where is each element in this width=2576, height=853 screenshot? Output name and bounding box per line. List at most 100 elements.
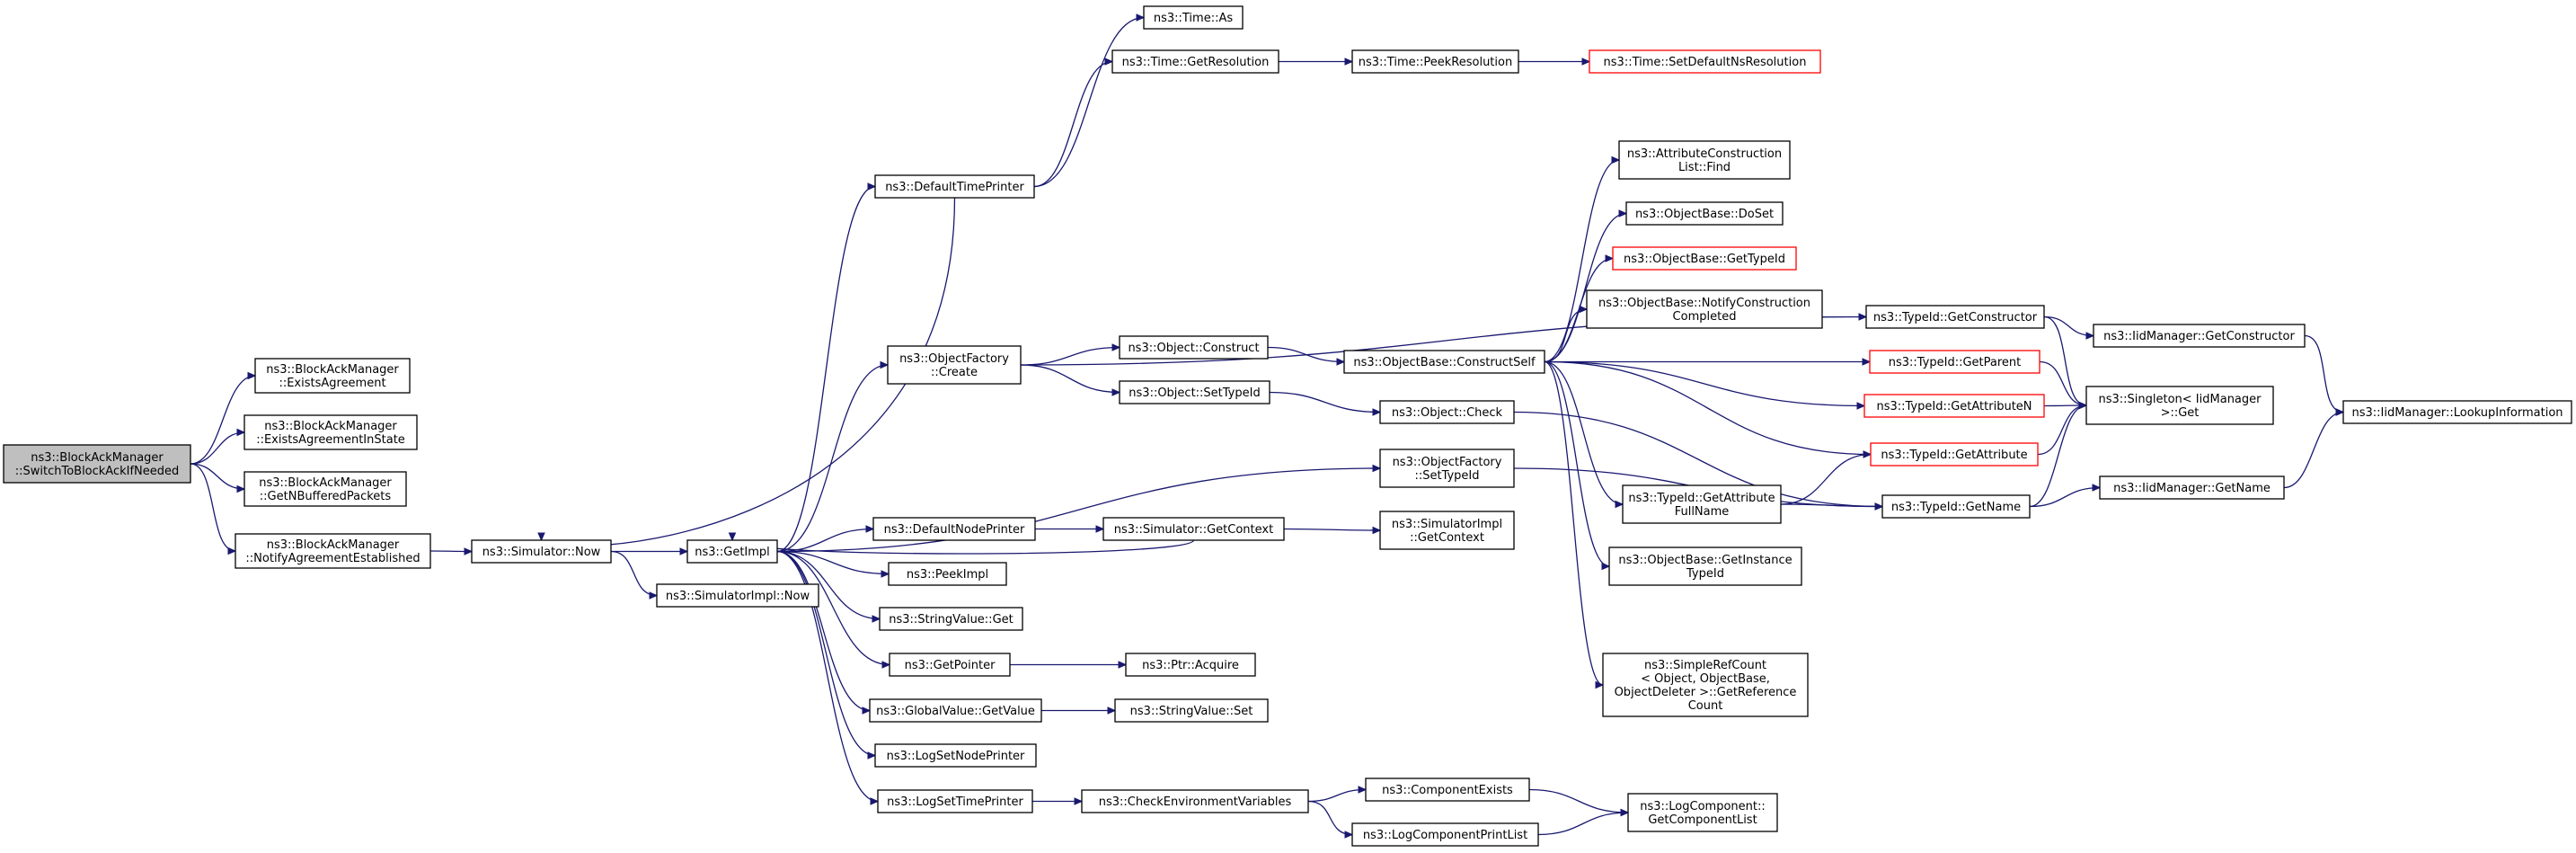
node-box[interactable]	[1863, 394, 2045, 418]
node-setdefres[interactable]: ns3::Time::SetDefaultNsResolution	[1589, 49, 1821, 74]
node-now[interactable]: ns3::Simulator::Now	[471, 539, 612, 564]
node-strvalset[interactable]: ns3::StringValue::Set	[1114, 698, 1269, 723]
node-simimplgetcontext[interactable]: ns3::SimulatorImpl::GetContext	[1379, 511, 1515, 550]
node-peekres[interactable]: ns3::Time::PeekResolution	[1351, 49, 1519, 74]
node-logsettime[interactable]: ns3::LogSetTimePrinter	[877, 789, 1033, 813]
node-getnbuf[interactable]: ns3::BlockAckManager::GetNBufferedPacket…	[243, 471, 407, 507]
node-box[interactable]	[889, 653, 1011, 677]
node-box[interactable]	[1343, 350, 1545, 374]
node-getres[interactable]: ns3::Time::GetResolution	[1111, 49, 1279, 74]
node-existsstate[interactable]: ns3::BlockAckManager::ExistsAgreementInS…	[243, 414, 418, 450]
node-box[interactable]	[1608, 546, 1802, 586]
node-box[interactable]	[656, 583, 819, 608]
node-doset[interactable]: ns3::ObjectBase::DoSet	[1625, 201, 1784, 226]
node-constructself[interactable]: ns3::ObjectBase::ConstructSelf	[1343, 350, 1545, 374]
node-objfactsettypeid[interactable]: ns3::ObjectFactory::SetTypeId	[1379, 449, 1515, 488]
node-box[interactable]	[1351, 49, 1519, 74]
node-lookupinfo[interactable]: ns3::IidManager::LookupInformation	[2342, 400, 2572, 424]
node-defnodeprinter[interactable]: ns3::DefaultNodePrinter	[872, 517, 1036, 541]
node-getpointer[interactable]: ns3::GetPointer	[889, 653, 1011, 677]
node-box[interactable]	[879, 607, 1023, 631]
node-box[interactable]	[471, 539, 612, 564]
node-compexists[interactable]: ns3::ComponentExists	[1365, 777, 1530, 802]
node-box[interactable]	[2093, 324, 2306, 348]
node-box[interactable]	[1125, 653, 1256, 677]
node-box[interactable]	[2099, 475, 2285, 500]
node-box[interactable]	[888, 562, 1007, 586]
node-box[interactable]	[2342, 400, 2572, 424]
node-logcompprint[interactable]: ns3::LogComponentPrintList	[1351, 822, 1539, 847]
node-box[interactable]	[1586, 289, 1823, 329]
node-objsettypeid[interactable]: ns3::Object::SetTypeId	[1119, 380, 1270, 404]
node-getconstructor[interactable]: ns3::TypeId::GetConstructor	[1865, 305, 2045, 329]
node-box[interactable]	[1589, 49, 1821, 74]
node-box[interactable]	[1379, 400, 1515, 424]
node-notify[interactable]: ns3::BlockAckManager::NotifyAgreementEst…	[235, 533, 431, 569]
node-timeas[interactable]: ns3::Time::As	[1143, 5, 1244, 30]
node-box[interactable]	[1119, 335, 1269, 360]
node-box[interactable]	[254, 358, 411, 394]
node-gvgetvalue[interactable]: ns3::GlobalValue::GetValue	[869, 698, 1042, 723]
node-getattr[interactable]: ns3::TypeId::GetAttribute	[1870, 442, 2039, 466]
node-box[interactable]	[874, 743, 1037, 768]
node-box[interactable]	[1881, 494, 2031, 519]
node-box[interactable]	[243, 471, 407, 507]
node-exists[interactable]: ns3::BlockAckManager::ExistsAgreement	[254, 358, 411, 394]
node-box[interactable]	[877, 789, 1033, 813]
node-box[interactable]	[1379, 449, 1515, 488]
node-box[interactable]	[1143, 5, 1244, 30]
node-iidgetconstructor[interactable]: ns3::IidManager::GetConstructor	[2093, 324, 2306, 348]
node-box[interactable]	[1865, 305, 2045, 329]
node-simgetcontext[interactable]: ns3::Simulator::GetContext	[1102, 517, 1285, 541]
node-box[interactable]	[869, 698, 1042, 723]
node-obgettypeid[interactable]: ns3::ObjectBase::GetTypeId	[1612, 246, 1797, 271]
node-strvalget[interactable]: ns3::StringValue::Get	[879, 607, 1023, 631]
node-box[interactable]	[235, 533, 431, 569]
node-getcomplist[interactable]: ns3::LogComponent::GetComponentList	[1627, 793, 1778, 832]
node-getname[interactable]: ns3::TypeId::GetName	[1881, 494, 2031, 519]
node-box[interactable]	[887, 345, 1022, 385]
node-box[interactable]	[1379, 511, 1515, 550]
node-iidgetname[interactable]: ns3::IidManager::GetName	[2099, 475, 2285, 500]
node-simplerefcount[interactable]: ns3::SimpleRefCount< Object, ObjectBase,…	[1602, 653, 1809, 717]
node-box[interactable]	[1081, 789, 1309, 813]
node-root[interactable]: ns3::BlockAckManager::SwitchToBlockAckIf…	[3, 444, 191, 484]
node-objfactcreate[interactable]: ns3::ObjectFactory::Create	[887, 345, 1022, 385]
node-simimplnow[interactable]: ns3::SimulatorImpl::Now	[656, 583, 819, 608]
node-box[interactable]	[1114, 698, 1269, 723]
node-box[interactable]	[1869, 350, 2040, 374]
node-box[interactable]	[1625, 201, 1784, 226]
node-box[interactable]	[1351, 822, 1539, 847]
node-box[interactable]	[2085, 386, 2274, 425]
node-box[interactable]	[1119, 380, 1270, 404]
node-logsetnode[interactable]: ns3::LogSetNodePrinter	[874, 743, 1037, 768]
node-notifyconst[interactable]: ns3::ObjectBase::NotifyConstructionCompl…	[1586, 289, 1823, 329]
node-objcheck[interactable]: ns3::Object::Check	[1379, 400, 1515, 424]
node-peekimpl[interactable]: ns3::PeekImpl	[888, 562, 1007, 586]
node-getimpl[interactable]: ns3::GetImpl	[686, 539, 778, 564]
node-box[interactable]	[872, 517, 1036, 541]
node-box[interactable]	[1102, 517, 1285, 541]
node-box[interactable]	[1365, 777, 1530, 802]
node-box[interactable]	[1111, 49, 1279, 74]
node-box[interactable]	[686, 539, 778, 564]
node-box[interactable]	[243, 414, 418, 450]
node-box[interactable]	[1618, 140, 1791, 180]
node-box[interactable]	[1627, 793, 1778, 832]
node-box[interactable]	[874, 174, 1035, 199]
node-getattrn[interactable]: ns3::TypeId::GetAttributeN	[1863, 394, 2045, 418]
node-singleton[interactable]: ns3::Singleton< IidManager >::Get	[2085, 386, 2274, 425]
node-checkenv[interactable]: ns3::CheckEnvironmentVariables	[1081, 789, 1309, 813]
node-deftimeprinter[interactable]: ns3::DefaultTimePrinter	[874, 174, 1035, 199]
node-ptracquire[interactable]: ns3::Ptr::Acquire	[1125, 653, 1256, 677]
node-box[interactable]	[1622, 484, 1782, 524]
node-box[interactable]	[1870, 442, 2039, 466]
node-box[interactable]	[1602, 653, 1809, 717]
node-box[interactable]	[3, 444, 191, 484]
node-objconstruct[interactable]: ns3::Object::Construct	[1119, 335, 1269, 360]
node-box[interactable]	[1612, 246, 1797, 271]
node-getparent[interactable]: ns3::TypeId::GetParent	[1869, 350, 2040, 374]
